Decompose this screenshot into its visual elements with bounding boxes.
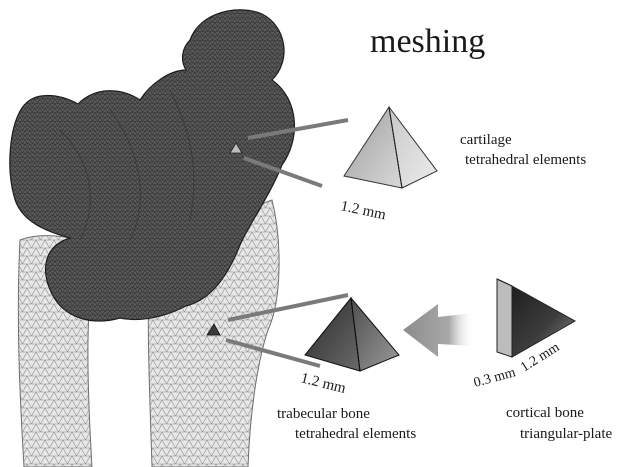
trabecular-label-line1: trabecular bone: [277, 406, 370, 422]
cortical-label-line1: cortical bone: [506, 405, 584, 421]
cartilage-tetrahedron: [344, 107, 437, 188]
transfer-arrow: [403, 304, 474, 357]
trabecular-label-line2: tetrahedral elements: [295, 426, 416, 442]
figure-title: meshing: [370, 23, 485, 60]
trabecular-tetrahedron: [305, 298, 399, 371]
cartilage-label-line1: cartilage: [460, 132, 512, 148]
cartilage-dimension-label: 1.2 mm: [339, 198, 387, 223]
cartilage-label-line2: tetrahedral elements: [465, 152, 586, 168]
cortical-triangular-plate: [497, 279, 575, 357]
cortical-label-line2: triangular-plate: [520, 426, 612, 442]
trabecular-dimension-label: 1.2 mm: [299, 370, 348, 397]
cortical-thickness-label: 0.3 mm: [472, 365, 517, 391]
